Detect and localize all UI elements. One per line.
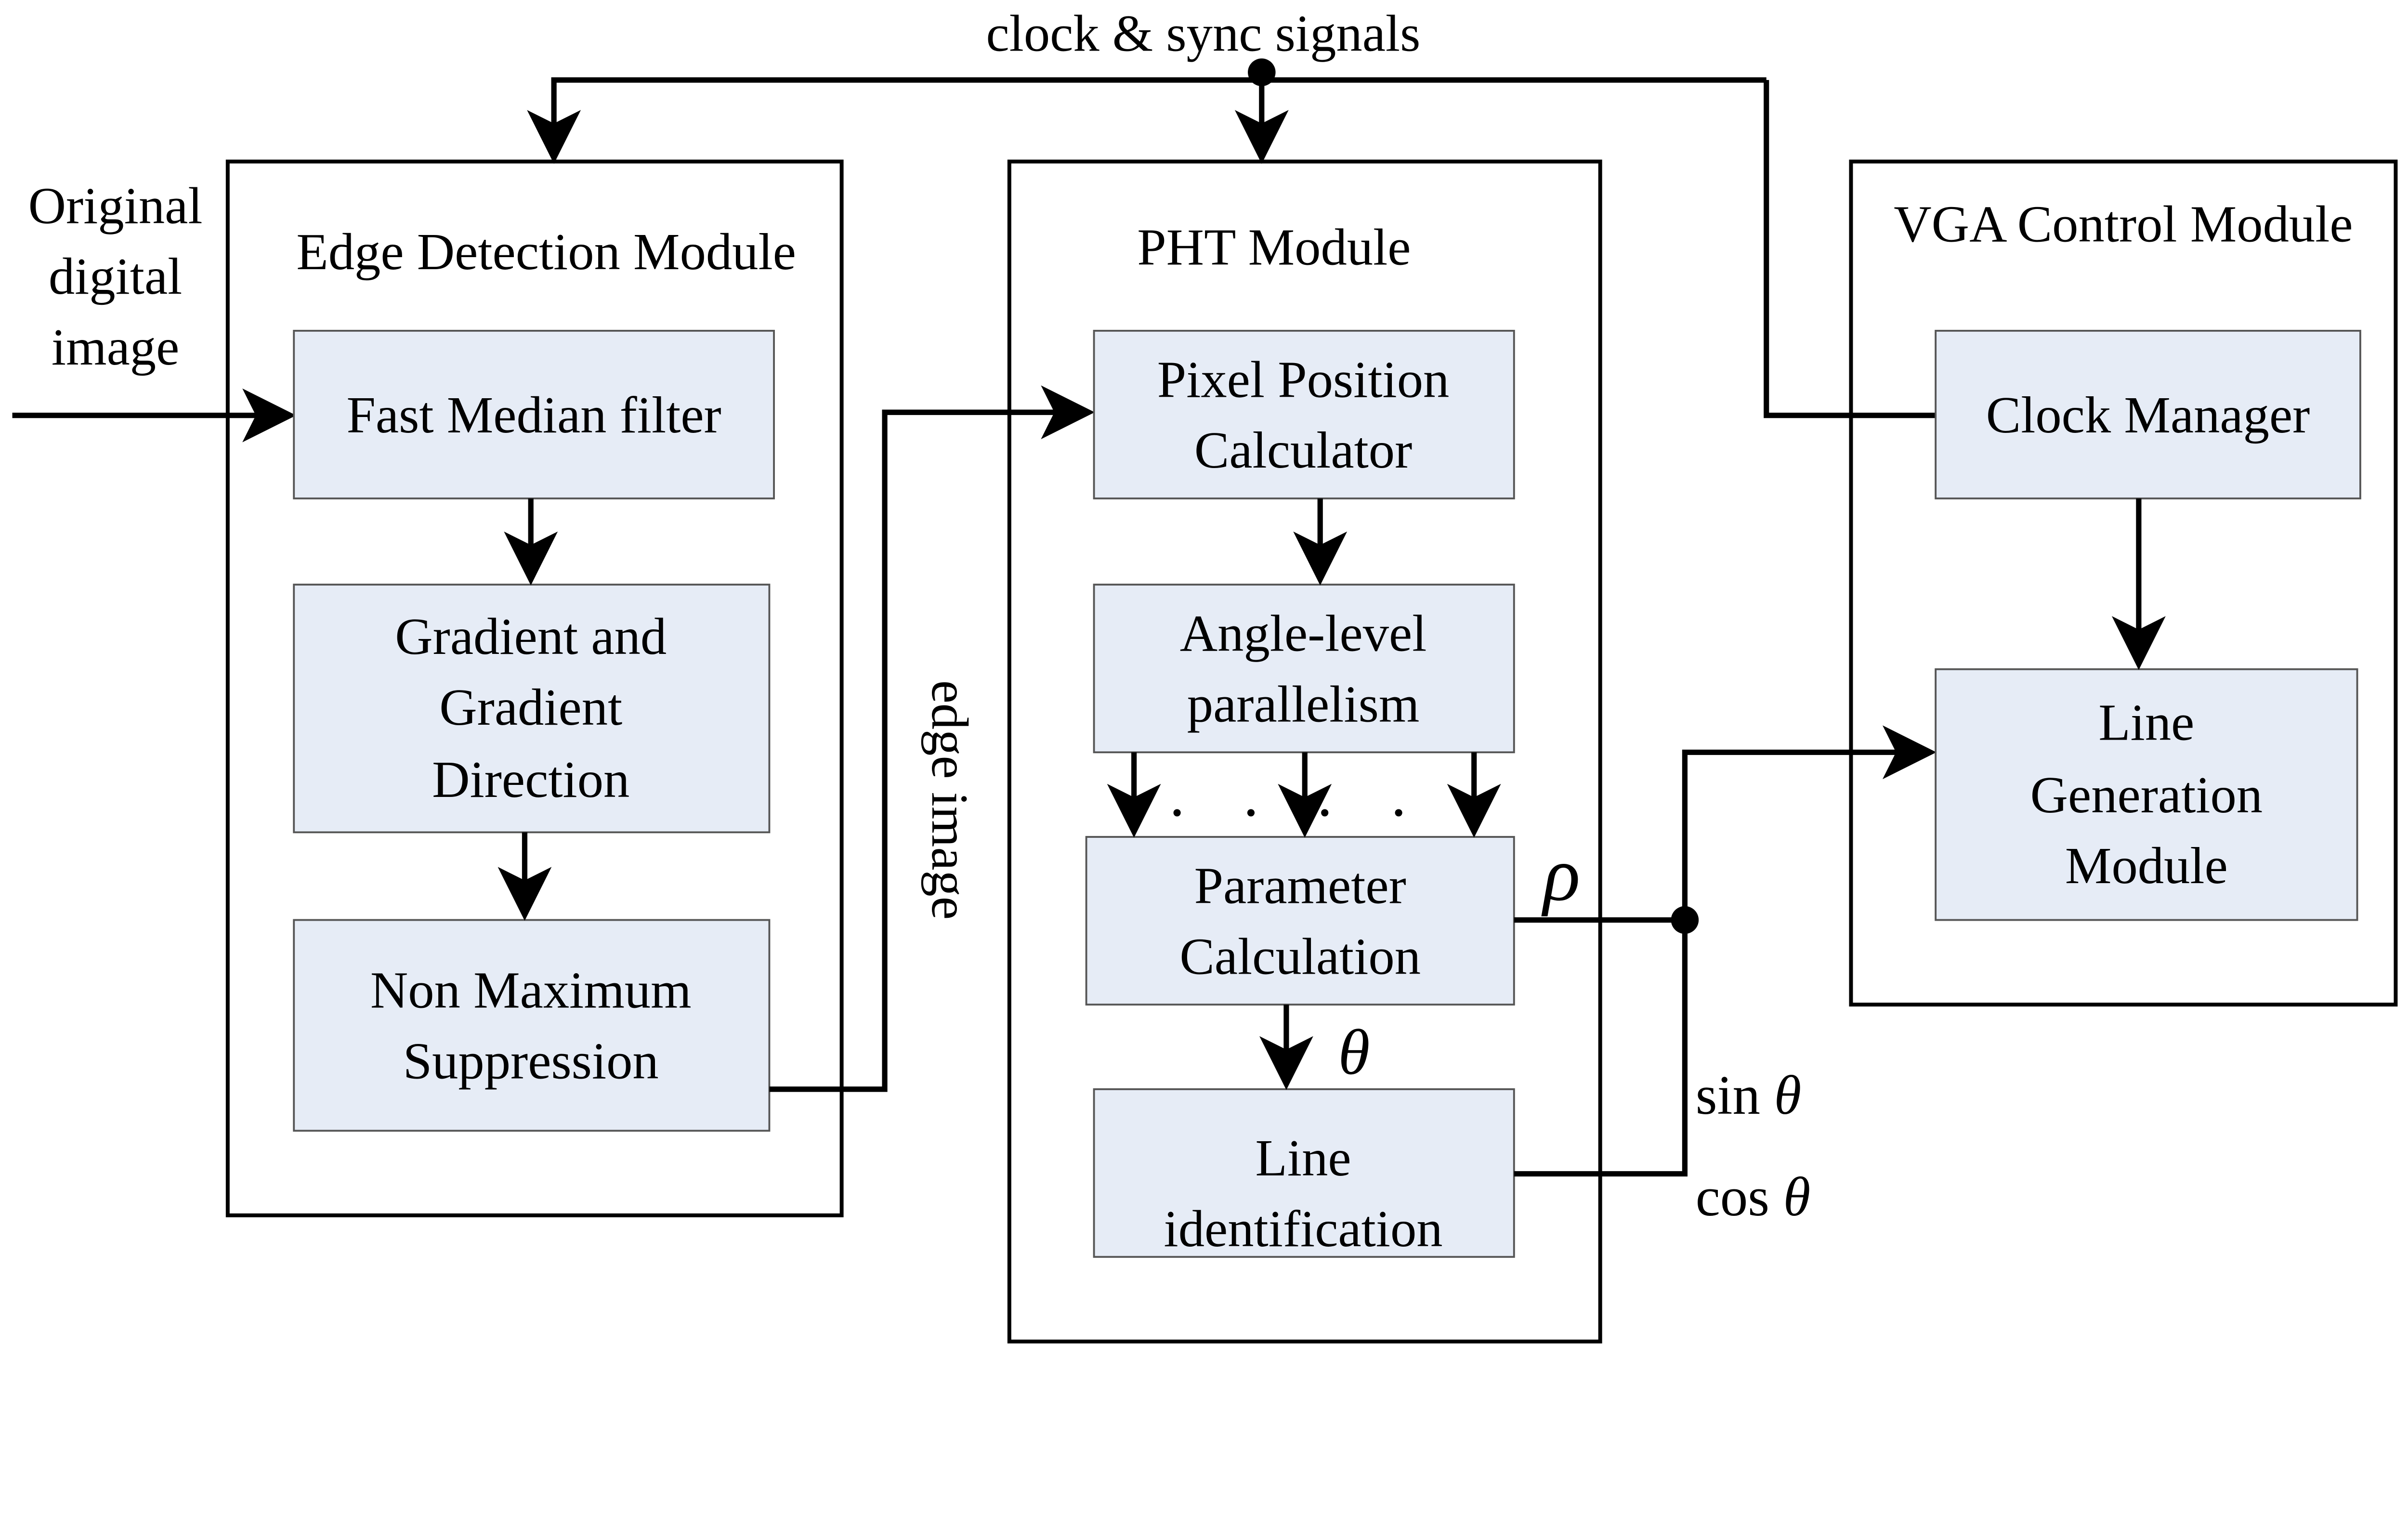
bus-junction-dot	[1248, 58, 1276, 86]
block-label: Pixel Position	[1157, 351, 1450, 408]
edge-image-arrow	[769, 385, 1095, 1092]
edge-module-title: Edge Detection Module	[296, 223, 796, 281]
fast-median-filter-block	[293, 329, 775, 500]
block-label: Direction	[432, 751, 629, 808]
vga-module-title: VGA Control Module	[1894, 196, 2353, 253]
bus-label: clock & sync signals	[986, 4, 1420, 62]
block-label: Non Maximum	[370, 962, 692, 1019]
parallel-dots: . . . .	[1169, 760, 1428, 829]
rho-label: ρ	[1541, 832, 1580, 917]
theta-label: θ	[1338, 1017, 1370, 1088]
block-label: Suppression	[403, 1032, 659, 1090]
edge-detection-module	[225, 159, 844, 1217]
block-label: Calculator	[1194, 421, 1412, 479]
vga-control-module	[1849, 159, 2398, 1007]
block-label: Parameter	[1194, 857, 1406, 914]
edge-image-label: edge image	[921, 680, 979, 920]
sin-theta-label: sin θ	[1696, 1065, 1801, 1126]
block-label: parallelism	[1187, 675, 1420, 733]
cos-theta-label: cos θ	[1696, 1166, 1811, 1227]
block-label: Fast Median filter	[347, 386, 721, 444]
block-label: Gradient	[439, 678, 622, 736]
non-maximum-suppression-block	[293, 919, 771, 1132]
line-generation-module-block	[1935, 668, 2358, 921]
block-label: Gradient and	[395, 608, 667, 665]
clock-bus-to-edge	[527, 77, 1767, 164]
block-label: identification	[1164, 1200, 1443, 1258]
block-label: Clock Manager	[1986, 386, 2310, 444]
pht-module-title: PHT Module	[1137, 219, 1411, 276]
input-label-line2: digital	[49, 248, 183, 305]
block-label: Module	[2065, 837, 2228, 895]
pht-module	[1007, 159, 1602, 1343]
output-to-line-generation-arrow	[1514, 725, 1937, 1177]
parameter-calculation-block	[1085, 836, 1515, 1006]
block-label: Line	[1256, 1129, 1351, 1187]
angle-level-parallelism-block	[1093, 584, 1515, 754]
block-label: Calculation	[1179, 927, 1421, 985]
block-label: Angle-level	[1180, 604, 1427, 662]
clock-manager-block	[1935, 329, 2361, 500]
block-label: Line	[2098, 694, 2194, 752]
clock-manager-to-bus	[1764, 80, 1936, 418]
block-label: Generation	[2030, 766, 2263, 824]
pht-system-block-diagram: clock & sync signals Original digital im…	[12, 4, 2398, 1343]
pixel-position-calculator-block	[1093, 329, 1515, 500]
input-label-line3: image	[52, 318, 179, 376]
line-identification-block	[1093, 1088, 1515, 1258]
input-label-line1: Original	[28, 177, 203, 235]
